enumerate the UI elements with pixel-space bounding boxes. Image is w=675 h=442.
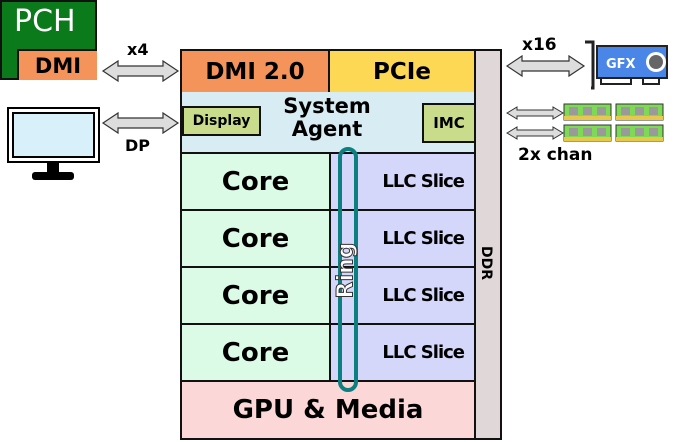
gfx-card-icon <box>585 40 668 90</box>
core-label: Core <box>221 166 290 197</box>
pcie-block: PCIe <box>328 49 476 94</box>
ddr-label: DDR <box>478 245 495 281</box>
display-label: Display <box>192 113 251 129</box>
pch-label: PCH <box>14 4 76 39</box>
core-label: Core <box>221 223 290 254</box>
gpu-media-label: GPU & Media <box>232 395 424 425</box>
core-label: Core <box>221 280 290 311</box>
dimm-icon <box>615 124 664 142</box>
system-agent-block: System Agent Display IMC <box>180 92 476 154</box>
ring-bus <box>338 147 358 392</box>
dimm-icon <box>563 103 612 121</box>
dmi-link-arrow <box>101 59 180 83</box>
pcie-width-label: x16 <box>522 35 557 55</box>
imc-label: IMC <box>433 114 465 132</box>
dp-link-arrow <box>101 111 180 135</box>
monitor-icon <box>7 107 100 180</box>
core-block: Core <box>180 266 331 325</box>
pcie-link-arrow <box>505 54 586 78</box>
imc-block: IMC <box>422 103 476 143</box>
dimm-icon <box>563 124 612 142</box>
llc-slice-label: LLC Slice <box>382 342 465 363</box>
core-block: Core <box>180 152 331 211</box>
core-block: Core <box>180 323 331 382</box>
core-label: Core <box>221 337 290 368</box>
memory-channels-label: 2x chan <box>518 145 593 165</box>
gfx-label: GFX <box>606 57 636 72</box>
dimm-icons <box>563 103 664 142</box>
memory-link-arrow <box>506 106 564 120</box>
core-block: Core <box>180 209 331 268</box>
dp-label: DP <box>125 136 151 155</box>
display-block: Display <box>182 106 261 136</box>
pcie-label: PCIe <box>373 58 431 85</box>
memory-link-arrow <box>506 126 564 140</box>
system-agent-label: System Agent <box>283 94 371 141</box>
dmi2-block: DMI 2.0 <box>180 49 330 94</box>
llc-slice-label: LLC Slice <box>382 171 465 192</box>
llc-slice-label: LLC Slice <box>382 285 465 306</box>
pch-dmi-label: DMI <box>34 53 82 78</box>
gpu-media-block: GPU & Media <box>180 380 476 440</box>
pch-block: PCH DMI <box>0 0 97 80</box>
dimm-icon <box>615 103 664 121</box>
dmi-width-label: x4 <box>127 40 149 59</box>
pch-dmi-block: DMI <box>17 49 97 80</box>
llc-slice-label: LLC Slice <box>382 228 465 249</box>
dmi2-label: DMI 2.0 <box>205 58 305 85</box>
ring-label: Ring <box>333 242 359 299</box>
ddr-bus: DDR <box>474 49 502 440</box>
llc-slice-block: LLC Slice <box>329 152 476 211</box>
